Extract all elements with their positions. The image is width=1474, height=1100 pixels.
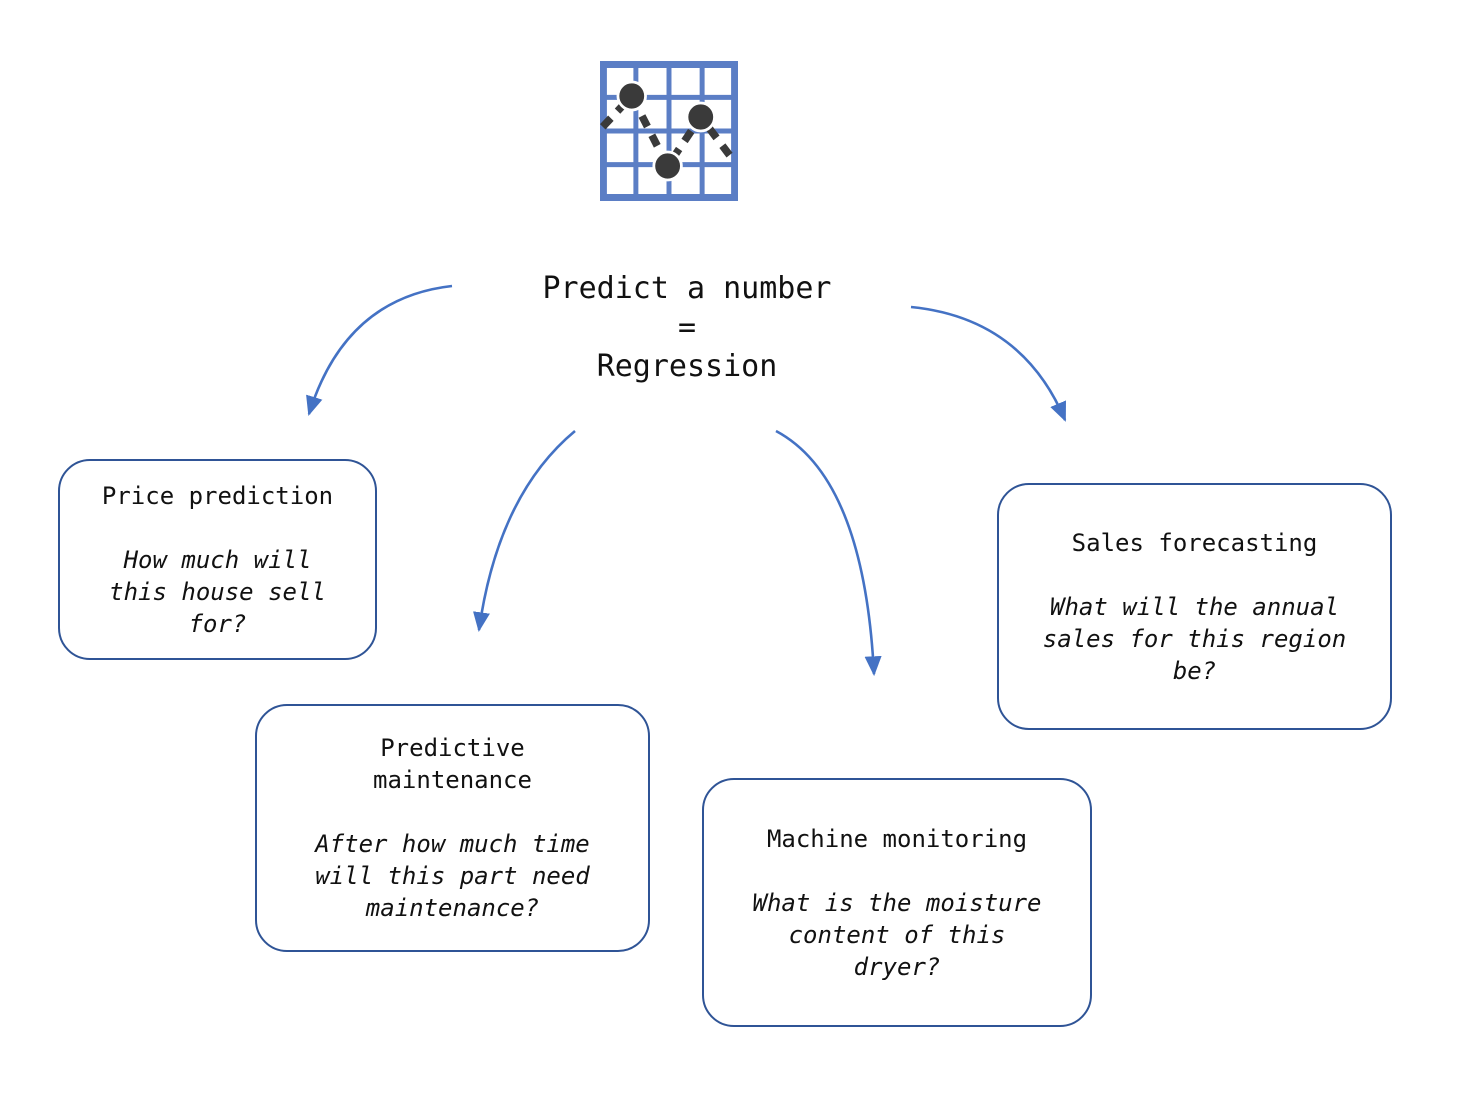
arrow-to-sales-forecasting xyxy=(910,305,1067,422)
node-question: What will the annual sales for this regi… xyxy=(1042,592,1347,685)
node-question: How much will this house sell for? xyxy=(109,545,326,638)
node-predictive-maintenance: Predictive maintenance After how much ti… xyxy=(255,704,650,952)
node-question: After how much time will this part need … xyxy=(315,830,590,922)
node-title: Price prediction xyxy=(101,481,334,510)
node-title: Predictive maintenance xyxy=(373,734,532,794)
node-machine-monitoring: Machine monitoring What is the moisture … xyxy=(702,778,1092,1027)
title-line-3: Regression xyxy=(596,349,778,384)
node-title: Sales forecasting xyxy=(1071,528,1318,557)
diagram-title: Predict a number = Regression xyxy=(487,269,887,386)
node-question: What is the moisture content of this dry… xyxy=(752,888,1042,981)
node-sales-forecasting: Sales forecasting What will the annual s… xyxy=(997,483,1392,730)
title-line-2: = xyxy=(677,310,697,345)
node-price-prediction: Price prediction How much will this hous… xyxy=(58,459,377,660)
arrow-to-machine-monitoring xyxy=(775,429,882,677)
arrow-to-price-prediction xyxy=(306,284,453,416)
scatter-line-chart-icon xyxy=(600,61,738,201)
arrow-to-predictive-maintenance xyxy=(473,430,576,633)
node-title: Machine monitoring xyxy=(766,824,1028,853)
title-line-1: Predict a number xyxy=(542,271,832,306)
